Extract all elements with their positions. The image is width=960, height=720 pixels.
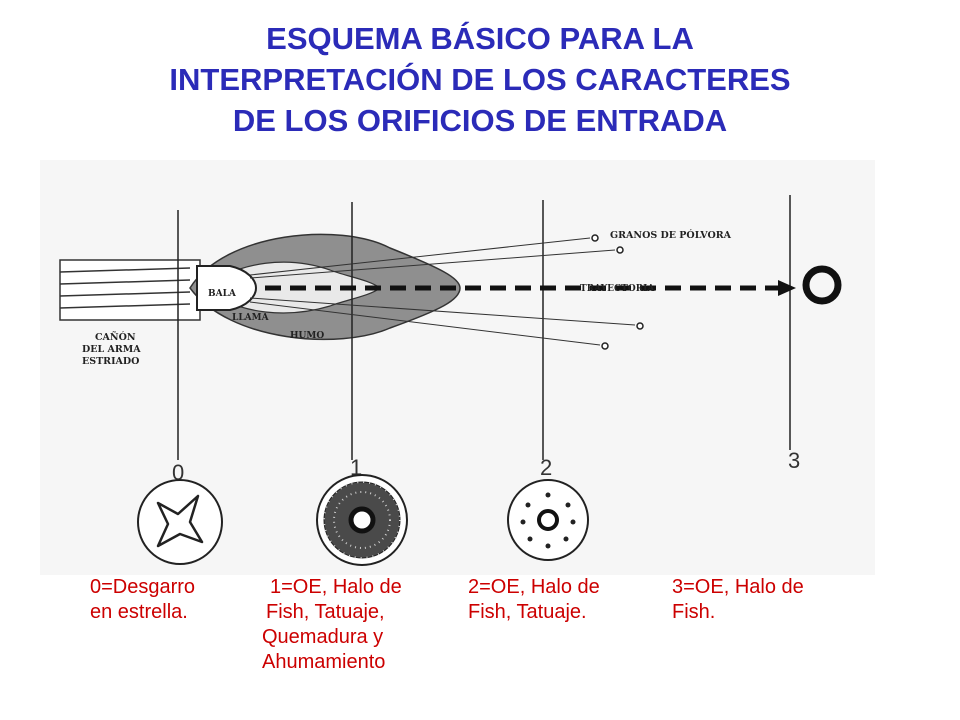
distance-number-1: 1 [350,455,362,480]
caption-1-line-2: Fish, Tatuaje, [266,601,385,623]
trajectory-arrowhead [778,280,796,296]
wound-2-dot-8 [525,502,531,508]
caption-0: 0=Desgarro en estrella. [90,575,195,625]
caption-2-line-1: 2=OE, Halo de [468,576,600,598]
powder-line-4 [249,301,601,346]
powder-grain-lines [249,237,636,346]
caption-3-line-1: 3=OE, Halo de [672,576,804,598]
wound-2-dot-2 [565,502,571,508]
title-line-2: INTERPRETACIÓN DE LOS CARACTERES [169,62,791,97]
wound-2-dot-5 [545,543,551,549]
powder-line-3 [249,297,636,326]
caption-3-line-2: Fish. [672,601,716,623]
wound-2-dot-7 [520,519,526,525]
powder-line-1 [249,237,591,276]
label-granos: GRANOS DE PÓLVORA [610,229,732,241]
label-humo: HUMO [290,331,324,341]
caption-0-line-2: en estrella. [90,601,188,623]
caption-2: 2=OE, Halo de Fish, Tatuaje. [468,575,600,625]
label-canon-line-1: CAÑÓN [95,331,136,343]
page-title: ESQUEMA BÁSICO PARA LA INTERPRETACIÓN DE… [0,18,960,141]
caption-3: 3=OE, Halo de Fish. [672,575,804,625]
barrel-rifling-4 [59,303,191,309]
label-bala: BALA [208,289,237,299]
wound-0-circle [137,479,223,565]
wound-1-hole [348,506,376,534]
caption-1-line-3: Quemadura y [262,626,384,648]
wound-2-dot-1 [545,492,551,498]
gun-barrel [59,259,201,321]
label-canon-line-2: DEL ARMA [82,344,141,355]
powder-grain-2 [616,246,624,254]
caption-0-line-1: 0=Desgarro [90,576,196,598]
powder-grain-4 [601,342,609,350]
barrel-rifling-2 [59,279,191,285]
wound-0-star [156,494,204,548]
entry-wound-diagram: GRANOS DE PÓLVORA TRAYECTORIA BALA LLAMA… [40,160,875,575]
distance-number-0: 0 [172,460,184,485]
label-trayectoria: TRAYECTORIA [580,284,655,294]
distance-number-3: 3 [788,448,800,473]
caption-1: 1=OE, Halo de Fish, Tatuaje, Quemadura y… [262,575,402,675]
title-line-1: ESQUEMA BÁSICO PARA LA [266,21,694,56]
powder-grain-1 [591,234,599,242]
wound-2-dot-4 [563,536,569,542]
powder-line-2 [249,249,616,279]
bullet [196,265,258,311]
entry-hole-ring [802,265,842,305]
wound-1-tattoo-dots [323,481,401,559]
label-canon-line-3: ESTRIADO [82,356,139,367]
distance-number-2: 2 [540,455,552,480]
wound-1-tattoo-burn [316,474,408,566]
caption-2-line-2: Fish, Tatuaje. [468,601,587,623]
wound-2-tattoo [507,479,589,561]
caption-1-line-4: Ahumamiento [262,651,386,673]
wound-0-star-tear [137,479,223,565]
title-line-3: DE LOS ORIFICIOS DE ENTRADA [232,103,728,138]
powder-grains [591,234,644,350]
wound-2-dot-3 [570,519,576,525]
wound-2-dots [520,492,576,549]
barrel-rifling-3 [59,291,191,297]
powder-grain-3 [636,322,644,330]
caption-1-line-1: 1=OE, Halo de [270,576,402,598]
barrel-rifling-1 [59,267,191,273]
wound-2-dot-6 [527,536,533,542]
wound-2-hole [537,509,559,531]
label-llama: LLAMA [232,313,270,323]
wound-1-inner-dots [333,491,391,549]
